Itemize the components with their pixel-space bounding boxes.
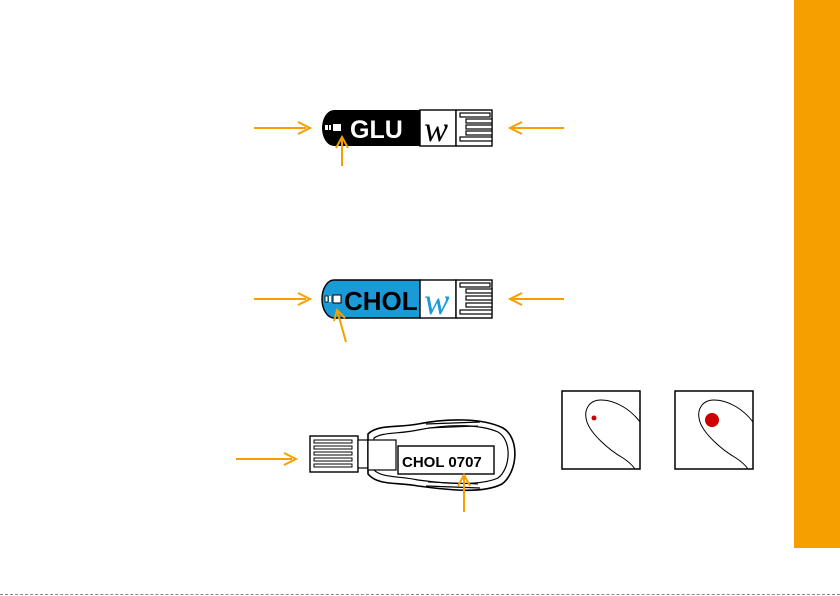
page-bottom-rule — [0, 594, 840, 595]
arrow-icon — [254, 120, 314, 136]
section-tab — [794, 0, 840, 548]
arrow-icon — [456, 472, 472, 512]
arrow-icon — [236, 451, 300, 467]
arrow-icon — [254, 291, 314, 307]
code-chip-label: CHOL 0707 — [402, 454, 482, 471]
finger-small-drop-icon — [561, 390, 641, 470]
glucose-brand-mark: w — [424, 109, 448, 149]
glucose-strip-label: GLU — [350, 116, 403, 144]
arrow-icon — [506, 120, 566, 136]
arrow-icon — [506, 291, 566, 307]
arrow-icon — [334, 134, 350, 166]
finger-large-drop-icon — [674, 390, 754, 470]
cholesterol-brand-mark: w — [424, 281, 450, 323]
arrow-icon — [332, 306, 354, 342]
cholesterol-strip-label: CHOL — [344, 286, 418, 316]
code-chip: CHOL 0707 — [308, 414, 520, 494]
